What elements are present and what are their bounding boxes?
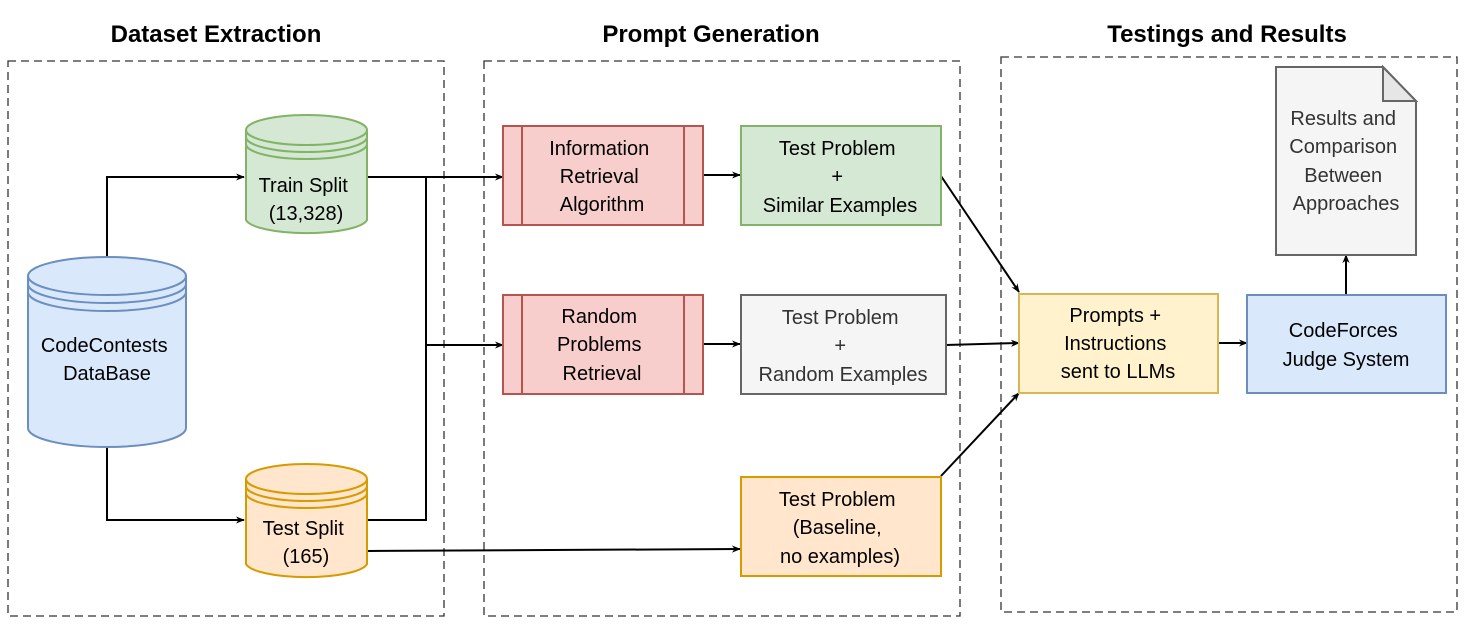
section-title-dataset-extraction: Dataset Extraction	[111, 21, 322, 48]
section-title-prompt-generation: Prompt Generation	[602, 21, 819, 48]
judge-system-box: CodeForces Judge System	[1246, 294, 1447, 394]
random-examples-box: Test Problem + Random Examples	[740, 294, 947, 395]
test-split-label: Test Split (165)	[263, 518, 350, 568]
train-split-database: Train Split (13,328)	[245, 114, 368, 235]
baseline-to-prompts-arrow	[940, 392, 1020, 477]
prompts-box: Prompts + Instructions sent to LLMs	[1018, 293, 1219, 394]
database-label: CodeContests DataBase	[41, 335, 173, 385]
baseline-box: Test Problem (Baseline, no examples)	[740, 476, 942, 577]
similar-examples-label: Test Problem + Similar Examples	[763, 138, 917, 217]
test-split-branch-line	[367, 177, 427, 521]
similar-to-prompts-arrow	[940, 175, 1020, 293]
baseline-label: Test Problem (Baseline, no examples)	[779, 489, 901, 568]
results-label: Results and Comparison Between Approache…	[1289, 108, 1402, 215]
db-to-test-arrow	[106, 447, 245, 524]
judge-system-label: CodeForces Judge System	[1283, 320, 1410, 371]
random-retrieval-label: Random Problems Retrieval	[557, 306, 647, 385]
prompts-label: Prompts + Instructions sent to LLMs	[1061, 305, 1176, 383]
information-retrieval-process: Information Retrieval Algorithm	[502, 125, 704, 226]
test-split-database: Test Split (165)	[245, 463, 368, 579]
results-document: Results and Comparison Between Approache…	[1275, 64, 1419, 256]
db-to-train-arrow	[106, 173, 245, 257]
information-retrieval-label: Information Retrieval Algorithm	[549, 138, 655, 216]
random-retrieval-process: Random Problems Retrieval	[502, 294, 704, 395]
random-examples-to-prompts-arrow	[945, 339, 1020, 347]
section-title-testings-results: Testings and Results	[1107, 21, 1347, 48]
document-fold-icon	[1382, 64, 1419, 102]
prompt-generation-container	[483, 60, 961, 617]
codecontests-database: CodeContests DataBase	[27, 256, 187, 448]
testings-results-container	[1000, 56, 1458, 613]
test-to-baseline-arrow	[366, 545, 741, 553]
similar-examples-box: Test Problem + Similar Examples	[740, 125, 942, 226]
train-split-label: Train Split (13,328)	[259, 175, 354, 225]
random-examples-label: Test Problem + Random Examples	[759, 307, 928, 386]
dataset-extraction-container	[7, 60, 445, 617]
connectors	[106, 171, 1350, 553]
